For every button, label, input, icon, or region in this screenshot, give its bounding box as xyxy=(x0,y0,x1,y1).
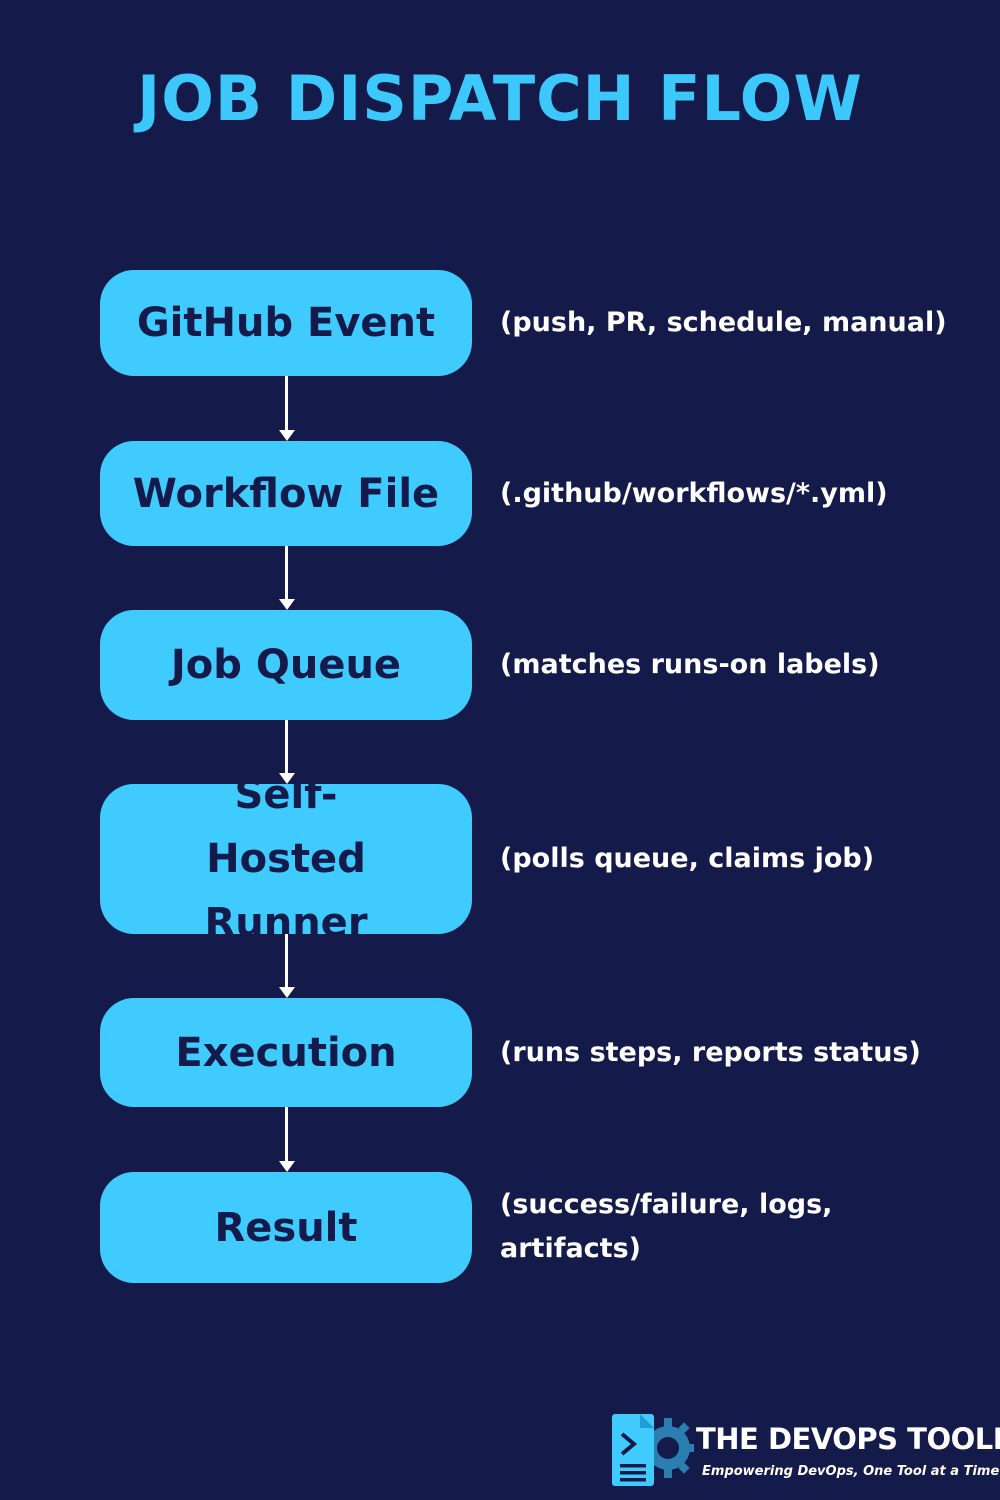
step-label: Self-Hosted Runner xyxy=(204,772,368,946)
terminal-gear-icon xyxy=(612,1414,694,1486)
step-github-event: GitHub Event xyxy=(100,270,472,376)
step-note: (success/failure, logs, artifacts) xyxy=(500,1189,833,1264)
step-note: (polls queue, claims job) xyxy=(500,843,875,874)
step-note: (.github/workflows/*.yml) xyxy=(500,477,888,509)
step-result: Result xyxy=(100,1172,472,1283)
brand-footer: THE DEVOPS TOOLING Empowering DevOps, On… xyxy=(610,1412,1000,1488)
step-label: Result xyxy=(214,1204,358,1251)
brand-tagline: Empowering DevOps, One Tool at a Time xyxy=(702,1464,1000,1479)
step-note: (push, PR, schedule, manual) xyxy=(500,307,947,338)
step-label: Execution xyxy=(175,1029,397,1076)
step-workflow-file: Workflow File xyxy=(100,441,472,546)
page-title: JOB DISPATCH FLOW xyxy=(137,62,863,135)
step-note: (runs steps, reports status) xyxy=(500,1036,921,1068)
flow-arrow xyxy=(278,720,295,784)
flow-arrow xyxy=(278,546,295,610)
brand-name: THE DEVOPS TOOLING xyxy=(696,1422,1000,1456)
flow-arrow xyxy=(278,376,295,441)
step-job-queue: Job Queue xyxy=(100,610,472,720)
step-note: (matches runs-on labels) xyxy=(500,649,880,680)
step-execution: Execution xyxy=(100,998,472,1107)
flow-arrow xyxy=(278,1107,295,1172)
flow-arrow xyxy=(278,934,295,998)
step-label: GitHub Event xyxy=(136,300,436,346)
step-self-hosted-runner: Self-Hosted Runner xyxy=(100,772,472,946)
step-label: Workflow File xyxy=(132,470,440,517)
step-label: Job Queue xyxy=(170,642,402,688)
